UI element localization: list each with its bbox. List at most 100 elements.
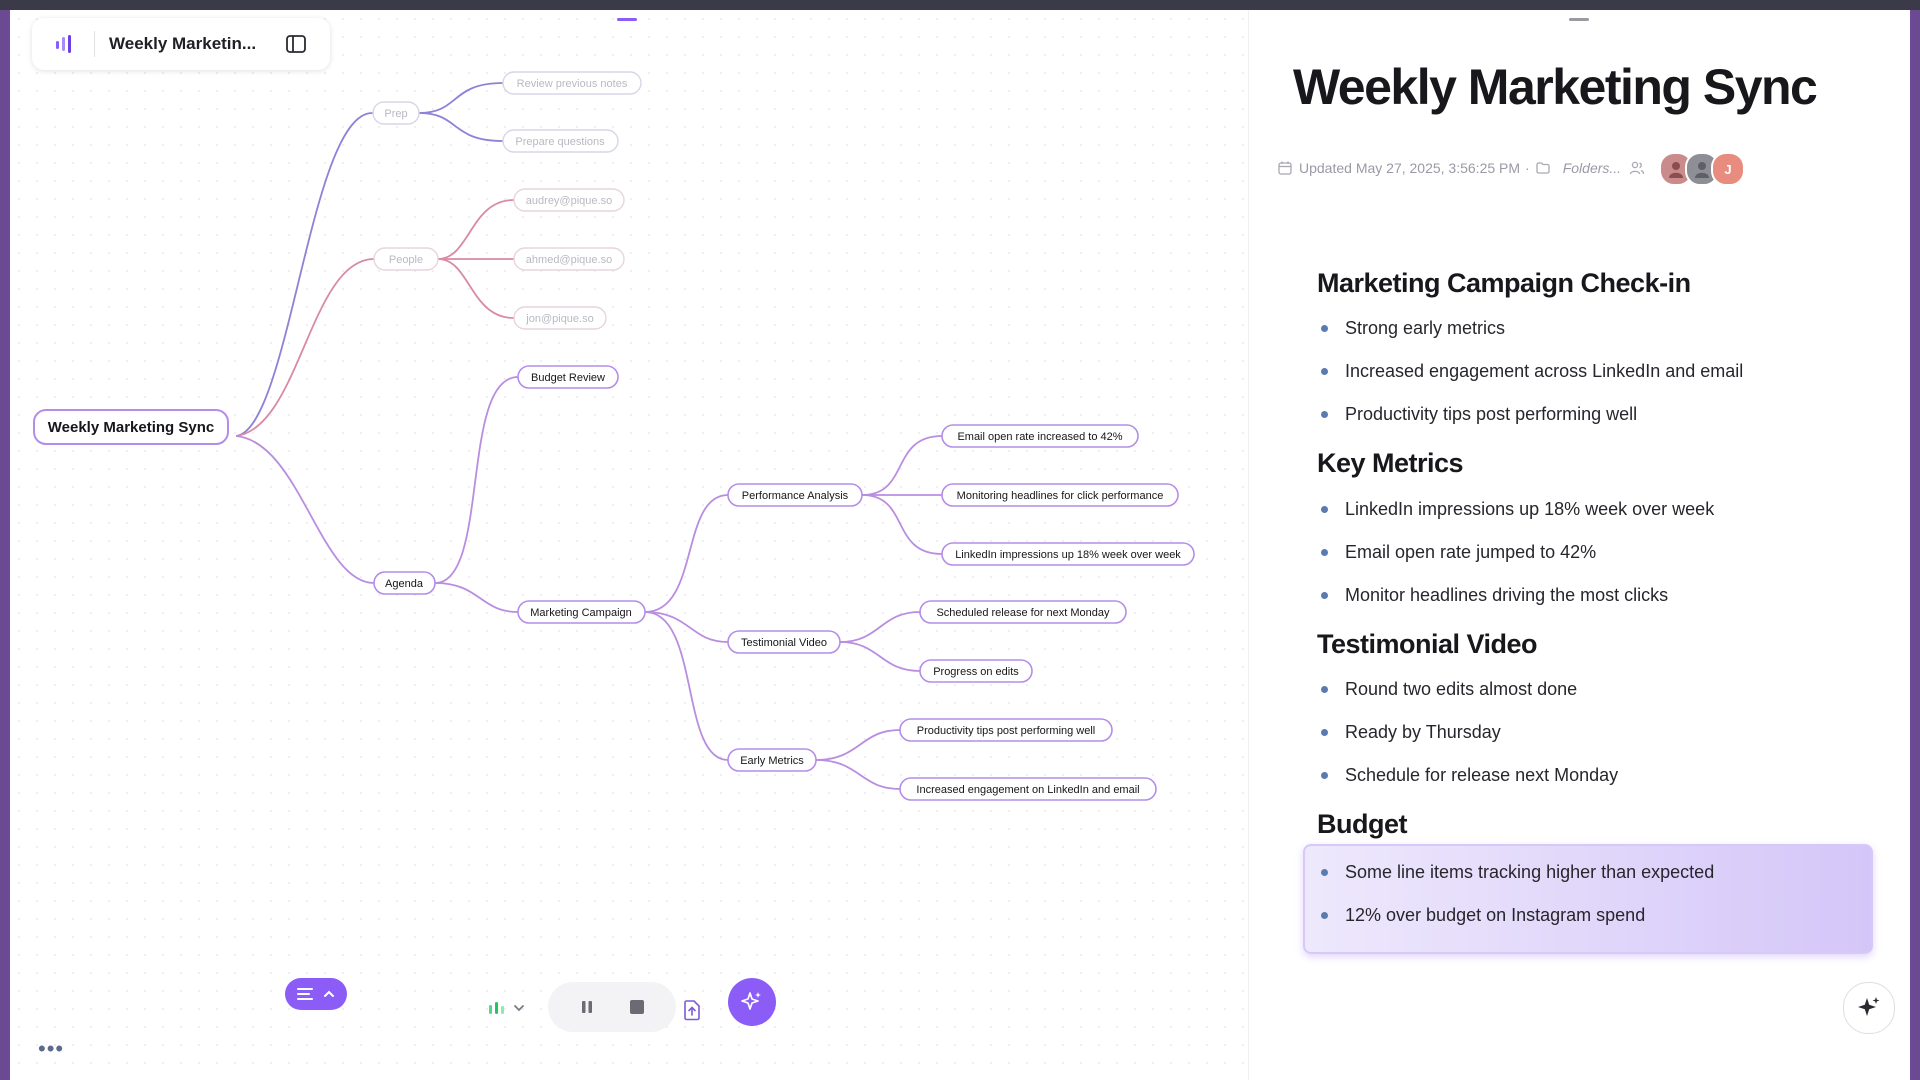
- node-email-open-rate-label: Email open rate increased to 42%: [957, 431, 1122, 443]
- node-testimonial-video[interactable]: Testimonial Video: [727, 630, 841, 654]
- section-heading[interactable]: Testimonial Video: [1317, 629, 1538, 659]
- edge-prep-questions: [418, 112, 504, 142]
- list-item[interactable]: Monitor headlines driving the most click…: [1321, 585, 1668, 606]
- node-productivity-tips-label: Productivity tips post performing well: [917, 725, 1096, 737]
- chevron-up-icon: [324, 990, 334, 997]
- list-item[interactable]: Email open rate jumped to 42%: [1321, 542, 1596, 563]
- selected-block-highlight: [1303, 844, 1873, 954]
- notes-title[interactable]: Weekly Marketing Sync: [1293, 59, 1818, 115]
- ai-enhance-button[interactable]: [1843, 982, 1895, 1034]
- node-early-metrics[interactable]: Early Metrics: [727, 748, 817, 772]
- node-review-previous-notes[interactable]: Review previous notes: [502, 71, 642, 95]
- list-icon: [297, 988, 313, 1000]
- list-item-text: Email open rate jumped to 42%: [1345, 542, 1597, 562]
- document-title[interactable]: Weekly Marketin...: [109, 34, 257, 53]
- stop-recording-button[interactable]: [617, 987, 657, 1027]
- more-options-button[interactable]: •••: [38, 1036, 65, 1061]
- node-audrey[interactable]: audrey@pique.so: [513, 188, 625, 212]
- app-logo-icon[interactable]: [52, 32, 76, 56]
- node-prepare-questions[interactable]: Prepare questions: [502, 129, 619, 153]
- participant-avatars[interactable]: J: [1659, 152, 1745, 186]
- mindmap-edges: [235, 82, 943, 790]
- ai-assistant-button[interactable]: [728, 978, 776, 1026]
- node-monitoring-headlines[interactable]: Monitoring headlines for click performan…: [941, 483, 1179, 507]
- updated-timestamp: Updated May 27, 2025, 3:56:25 PM: [1299, 160, 1521, 176]
- node-people-label: People: [389, 254, 423, 266]
- person-avatar-icon: [1695, 162, 1709, 178]
- meta-separator: ·: [1525, 160, 1530, 176]
- list-item[interactable]: Some line items tracking higher than exp…: [1321, 862, 1714, 883]
- audio-level-icon: [489, 1002, 504, 1014]
- node-ahmed[interactable]: ahmed@pique.so: [513, 247, 625, 271]
- list-item[interactable]: LinkedIn impressions up 18% week over we…: [1321, 499, 1714, 520]
- avatar[interactable]: J: [1711, 152, 1745, 186]
- export-button[interactable]: [672, 990, 712, 1030]
- list-item[interactable]: 12% over budget on Instagram spend: [1321, 905, 1645, 926]
- edge-root-agenda: [235, 435, 375, 584]
- bullet-dot: [1321, 592, 1328, 599]
- mindmap-root-node[interactable]: Weekly Marketing Sync: [33, 409, 229, 445]
- node-email-open-rate[interactable]: Email open rate increased to 42%: [941, 424, 1139, 448]
- node-productivity-tips[interactable]: Productivity tips post performing well: [899, 718, 1113, 742]
- node-jon[interactable]: jon@pique.so: [513, 306, 607, 330]
- list-item-text: Productivity tips post performing well: [1345, 404, 1638, 424]
- node-marketing-campaign[interactable]: Marketing Campaign: [517, 600, 646, 624]
- list-item-text: 12% over budget on Instagram spend: [1345, 905, 1646, 925]
- bullet-dot: [1321, 912, 1328, 919]
- bullet-dot: [1321, 411, 1328, 418]
- list-item[interactable]: Strong early metrics: [1321, 318, 1505, 339]
- sidebar-toggle-icon[interactable]: [284, 32, 308, 56]
- section-heading[interactable]: Key Metrics: [1317, 448, 1464, 478]
- outline-toggle-button[interactable]: [285, 978, 347, 1010]
- node-prep[interactable]: Prep: [372, 101, 420, 125]
- people-icon[interactable]: [1629, 160, 1645, 176]
- node-people[interactable]: People: [373, 247, 439, 271]
- canvas-drag-handle[interactable]: [617, 18, 637, 21]
- node-scheduled-release[interactable]: Scheduled release for next Monday: [919, 600, 1127, 624]
- avatar-initial: J: [1724, 161, 1732, 177]
- audio-input-selector[interactable]: [476, 992, 536, 1024]
- node-linkedin-impressions[interactable]: LinkedIn impressions up 18% week over we…: [941, 542, 1195, 566]
- edge-people-jon: [437, 258, 515, 319]
- person-avatar-icon: [1669, 162, 1683, 178]
- edge-prep-review: [418, 82, 504, 114]
- list-item[interactable]: Round two edits almost done: [1321, 679, 1577, 700]
- node-performance-analysis[interactable]: Performance Analysis: [727, 483, 863, 507]
- edge-campaign-performance: [644, 494, 729, 613]
- list-item-text: Monitor headlines driving the most click…: [1345, 585, 1669, 605]
- window-top-bar: [0, 0, 1920, 10]
- section-heading[interactable]: Budget: [1317, 809, 1407, 839]
- node-increased-engagement[interactable]: Increased engagement on LinkedIn and ema…: [899, 777, 1157, 801]
- bullet-dot: [1321, 325, 1328, 332]
- list-item-text: Round two edits almost done: [1345, 679, 1578, 699]
- list-item[interactable]: Schedule for release next Monday: [1321, 765, 1618, 786]
- bullet-dot: [1321, 686, 1328, 693]
- node-agenda[interactable]: Agenda: [373, 571, 436, 595]
- notes-drag-handle[interactable]: [1569, 18, 1589, 21]
- bullet-dot: [1321, 729, 1328, 736]
- folders-link[interactable]: Folders...: [1562, 160, 1622, 176]
- app-window: Weekly Marketing Sync Prep Review previo…: [10, 10, 1910, 1080]
- edge-people-audrey: [437, 199, 515, 260]
- edge-performance-email: [861, 435, 943, 496]
- pause-icon: [582, 1001, 592, 1013]
- mindmap-canvas[interactable]: Weekly Marketing Sync Prep Review previo…: [10, 10, 1248, 1080]
- node-budget-review[interactable]: Budget Review: [517, 365, 619, 389]
- recording-controls: [548, 982, 676, 1032]
- pause-recording-button[interactable]: [567, 987, 607, 1027]
- list-item[interactable]: Ready by Thursday: [1321, 722, 1501, 743]
- edge-testimonial-edits: [839, 641, 921, 672]
- edge-root-people: [235, 258, 375, 437]
- list-item[interactable]: Productivity tips post performing well: [1321, 404, 1637, 425]
- node-testimonial-label: Testimonial Video: [741, 637, 827, 649]
- ai-sparkle-icon: [741, 992, 761, 1010]
- node-ahmed-label: ahmed@pique.so: [526, 254, 612, 266]
- node-prep-label: Prep: [384, 108, 407, 120]
- list-item-text: Increased engagement across LinkedIn and…: [1345, 361, 1744, 381]
- node-agenda-label: Agenda: [385, 578, 424, 590]
- notes-meta: Updated May 27, 2025, 3:56:25 PM · Folde…: [1277, 160, 1651, 176]
- list-item-text: Schedule for release next Monday: [1345, 765, 1619, 785]
- section-heading[interactable]: Marketing Campaign Check-in: [1317, 268, 1691, 298]
- list-item[interactable]: Increased engagement across LinkedIn and…: [1321, 361, 1743, 382]
- node-progress-on-edits[interactable]: Progress on edits: [919, 659, 1033, 683]
